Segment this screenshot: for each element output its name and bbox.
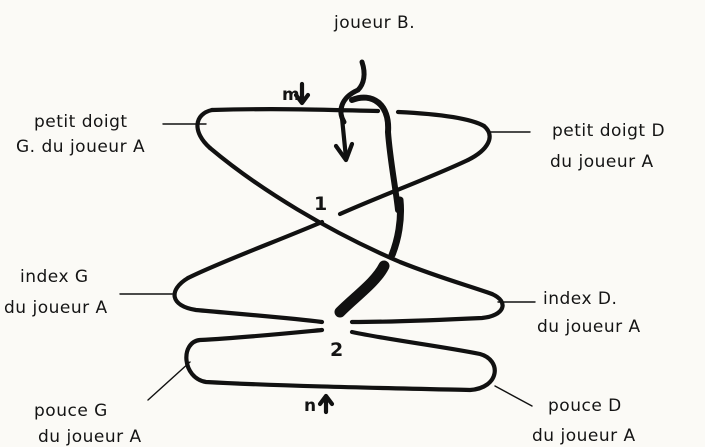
loop-index-d (352, 294, 503, 322)
label-crossing-1: 1 (314, 193, 327, 215)
strand-joueur-b-low (340, 266, 384, 312)
loop-index-g (175, 278, 322, 322)
label-index-d-2: du joueur A (537, 317, 641, 337)
label-marker-n: n (304, 396, 317, 416)
label-index-d-1: index D. (543, 289, 617, 309)
label-pouce-d-2: du joueur A (532, 426, 636, 446)
label-pouce-g-1: pouce G (34, 401, 108, 421)
loop-petit-doigt-d (468, 126, 490, 160)
strand-little-finger-top (212, 109, 378, 111)
loop-petit-doigt-g (197, 110, 212, 148)
label-index-g-1: index G (20, 267, 89, 287)
label-index-g-2: du joueur A (4, 298, 108, 318)
strand-little-finger-top-right (398, 112, 484, 126)
leader-pouce-g (148, 362, 190, 400)
label-petit-doigt-d-1: petit doigt D (552, 121, 665, 141)
label-petit-doigt-g-2: G. du joueur A (16, 137, 145, 157)
label-pouce-g-2: du joueur A (38, 427, 142, 447)
label-marker-m: m (282, 85, 300, 105)
strand-crossing-to-index-g (188, 222, 322, 278)
label-petit-doigt-g-1: petit doigt (34, 112, 128, 132)
label-crossing-2: 2 (330, 339, 343, 361)
leader-pouce-d (495, 386, 532, 406)
strand-joueur-b-top (341, 62, 364, 122)
label-pouce-d-1: pouce D (548, 396, 622, 416)
strand-ld-to-crossing (340, 160, 468, 214)
label-joueur-b: joueur B. (333, 13, 415, 33)
arrow-n-up (320, 396, 332, 412)
label-petit-doigt-d-2: du joueur A (550, 152, 654, 172)
